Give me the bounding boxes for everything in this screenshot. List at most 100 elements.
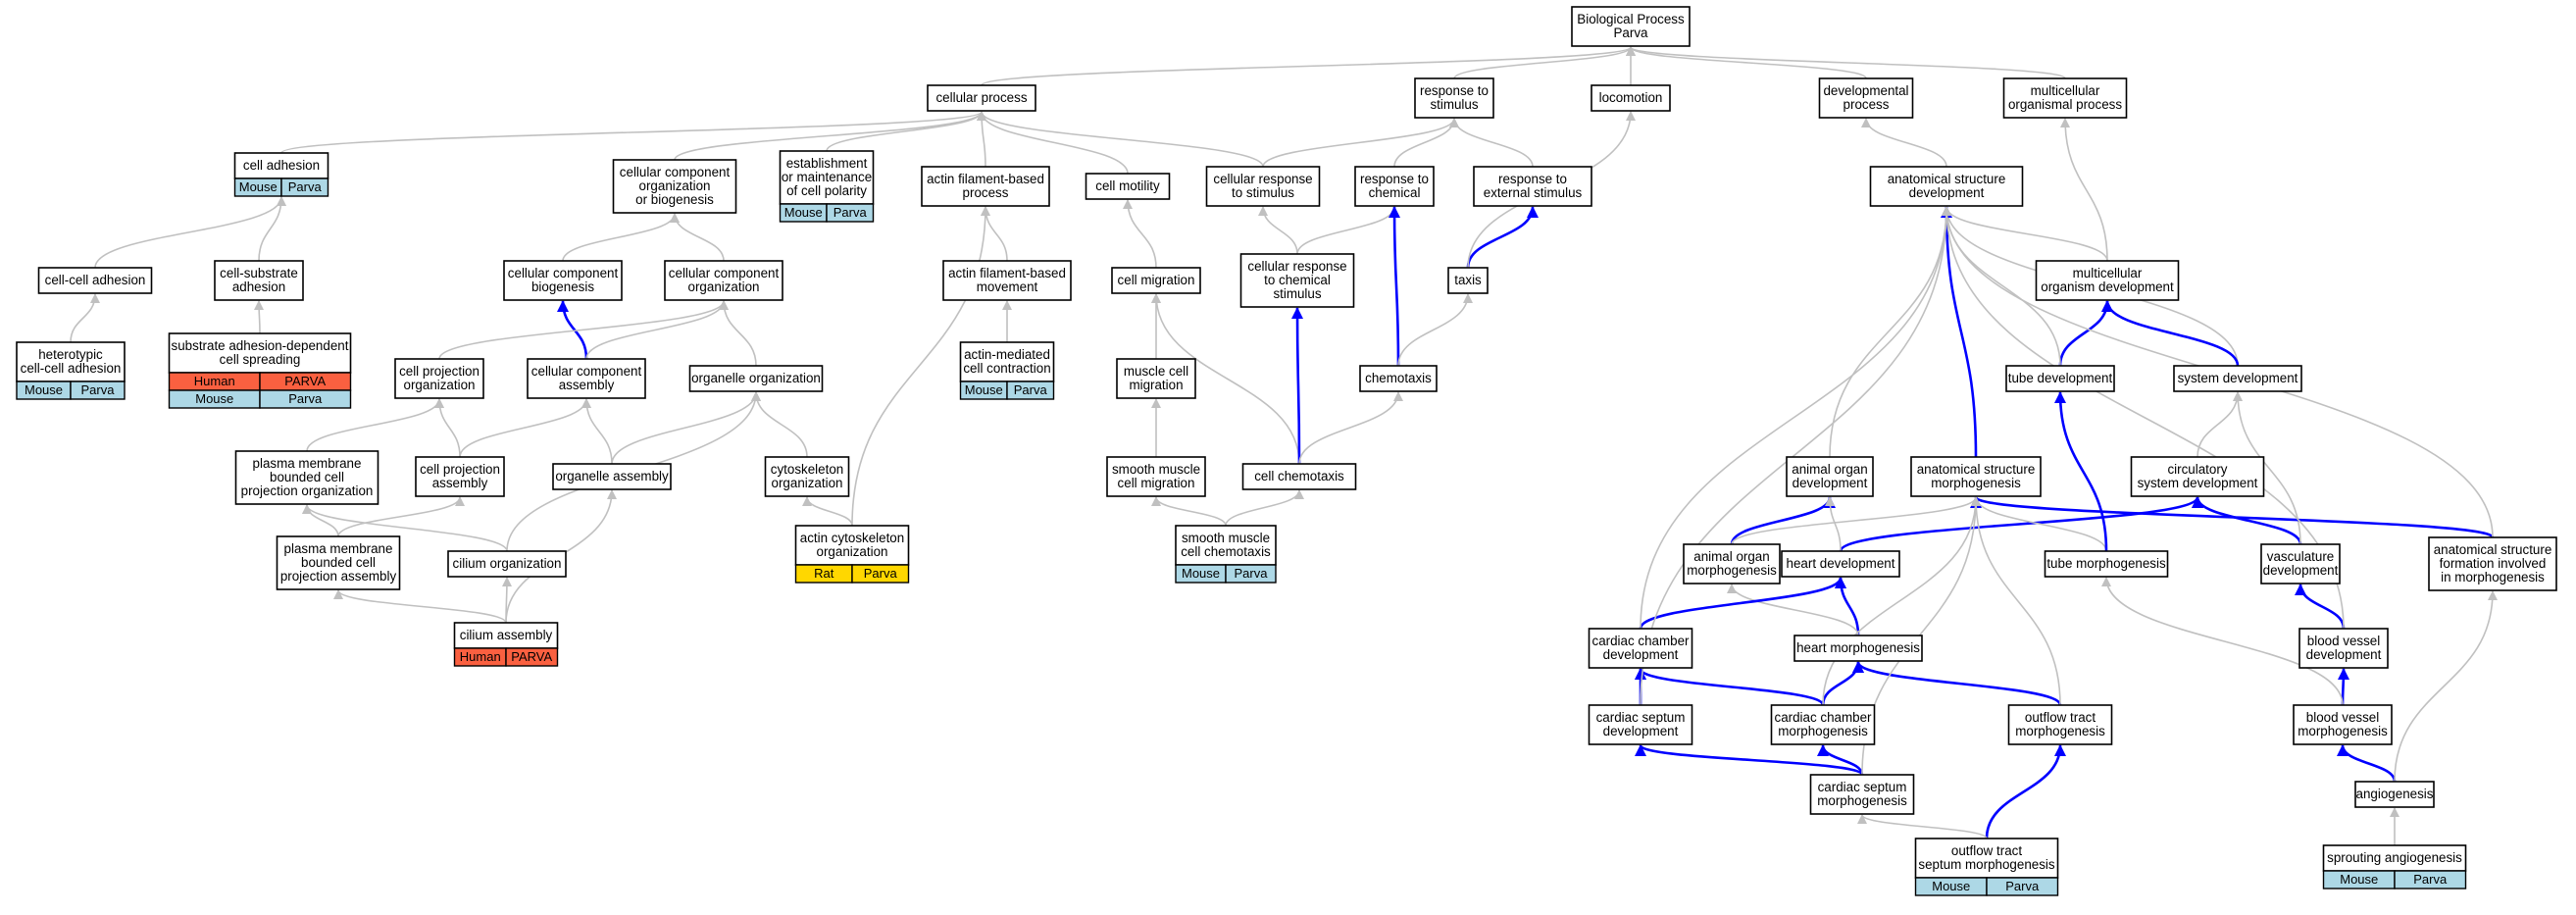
node-tube-dev[interactable]: tube development xyxy=(2005,365,2115,392)
edge-smooth_muscle_chemotaxis-to-cell_chemotaxis xyxy=(1225,489,1304,527)
node-box xyxy=(447,550,567,578)
node-label: stimulus xyxy=(1430,97,1478,112)
edge-ccob-to-cellular_process xyxy=(674,111,986,161)
node-cell-chemotaxis[interactable]: cell chemotaxis xyxy=(1241,463,1357,490)
node-box xyxy=(1809,774,1915,815)
node-box xyxy=(415,456,505,497)
node-organelle-assembly[interactable]: organelle assembly xyxy=(552,463,672,490)
node-tube-morph[interactable]: tube morphogenesis xyxy=(2044,550,2169,578)
node-cell-migration[interactable]: cell migration xyxy=(1111,267,1201,294)
node-label: organization xyxy=(404,378,476,392)
node-heart-dev[interactable]: heart development xyxy=(1781,550,1900,578)
node-cilium-org[interactable]: cilium organization xyxy=(447,550,567,578)
node-angiogenesis[interactable]: angiogenesis xyxy=(2354,781,2435,808)
node-organelle-org[interactable]: organelle organization xyxy=(688,365,824,392)
node-locomotion[interactable]: locomotion xyxy=(1591,84,1671,112)
node-label: organismal process xyxy=(2008,97,2122,112)
annotation-cell xyxy=(505,647,559,667)
node-heart-morph[interactable]: heart morphogenesis xyxy=(1793,635,1923,662)
edge-vasculature_dev-to-circulatory_dev xyxy=(2192,496,2302,545)
node-box xyxy=(959,341,1055,382)
node-label: cardiac septum xyxy=(1818,780,1907,794)
annotation-label: Mouse xyxy=(195,391,233,406)
node-box xyxy=(234,450,379,505)
node-box xyxy=(552,463,672,490)
node-label: muscle cell xyxy=(1124,364,1188,379)
node-taxis[interactable]: taxis xyxy=(1447,267,1489,294)
annotation-cell xyxy=(1225,564,1277,584)
node-label: organelle organization xyxy=(691,371,821,385)
node-label: system development xyxy=(2138,476,2258,490)
node-box xyxy=(1354,166,1435,207)
node-box xyxy=(453,622,559,649)
node-system-dev[interactable]: system development xyxy=(2173,365,2302,392)
node-label: cell chemotaxis xyxy=(1181,544,1271,559)
node-box xyxy=(16,341,126,382)
node-cell-cell-adhesion[interactable]: cell-cell adhesion xyxy=(37,267,153,294)
node-box xyxy=(1085,173,1171,200)
edge-response_to_stimulus-to-root xyxy=(1453,46,1636,79)
annotation-cell xyxy=(280,178,329,197)
node-label: development xyxy=(1909,185,1985,200)
node-cellular-process[interactable]: cellular process xyxy=(927,84,1036,112)
annotation-label: Mouse xyxy=(1182,566,1220,581)
node-chemotaxis[interactable]: chemotaxis xyxy=(1359,365,1438,392)
node-cell-motility[interactable]: cell motility xyxy=(1085,173,1171,200)
node-label: plasma membrane xyxy=(284,541,393,556)
node-box xyxy=(688,365,824,392)
node-label: assembly xyxy=(432,476,488,490)
node-label: cell motility xyxy=(1095,178,1160,193)
node-label: outflow tract xyxy=(1951,843,2022,858)
annotation-label: Rat xyxy=(814,566,834,581)
edge-taxis-to-response_external xyxy=(1466,206,1539,269)
node-box xyxy=(1786,456,1874,497)
